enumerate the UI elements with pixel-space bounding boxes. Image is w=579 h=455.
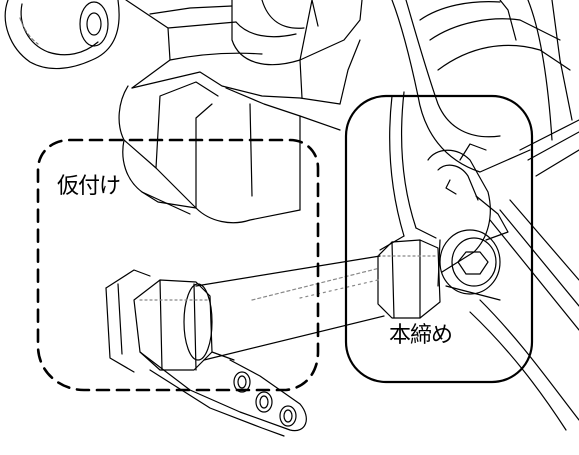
final-tightening-callout <box>344 94 534 384</box>
upper-bracket <box>4 0 363 224</box>
lower-bracket <box>105 269 307 437</box>
final-tightening-label: 本締め <box>389 323 453 348</box>
temporary-fastening-label: 仮付け <box>57 174 121 199</box>
temp-fastening-callout <box>36 138 320 392</box>
long-rod <box>183 255 385 361</box>
clamp-body <box>377 0 579 431</box>
